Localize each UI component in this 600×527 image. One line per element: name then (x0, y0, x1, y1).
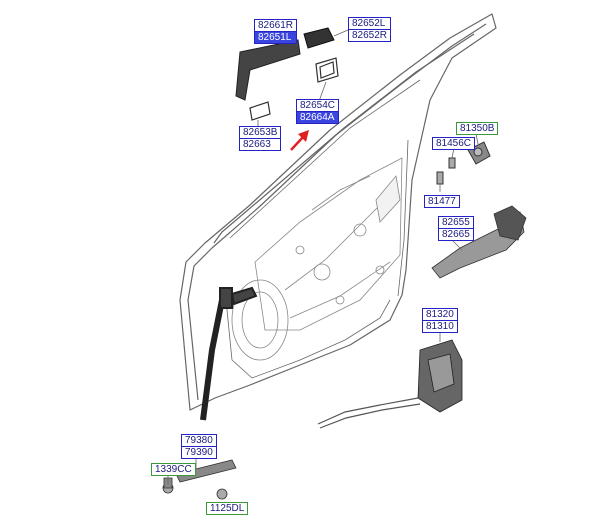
bolt-81477 (436, 171, 444, 185)
callout-82652l-82652r[interactable]: 82652L 82652R (348, 17, 392, 42)
handle-bracket-82655 (431, 205, 527, 279)
callout-1339cc[interactable]: 1339CC (151, 463, 196, 476)
callout-79380-79390[interactable]: 79380 79390 (181, 434, 217, 459)
callout-82655-82665[interactable]: 82655 82665 (438, 216, 474, 241)
part-code: 81320 (422, 308, 458, 321)
part-code: 82653B (239, 126, 282, 139)
part-code: 79390 (181, 447, 217, 459)
part-code: 81477 (424, 195, 460, 208)
handle-gasket (315, 57, 339, 83)
part-code: 82652R (348, 30, 392, 42)
part-code: 82661R (254, 19, 298, 32)
handle-cover (303, 27, 335, 49)
callout-81350b[interactable]: 81350B (456, 122, 499, 135)
callout-82653b-82663[interactable]: 82653B 82663 (239, 126, 282, 151)
callout-81456c[interactable]: 81456C (432, 137, 476, 150)
part-code: 82655 (438, 216, 474, 229)
handle-pad (249, 101, 271, 121)
part-code: 82665 (438, 229, 474, 241)
part-code: 81350B (456, 122, 499, 135)
part-code-highlighted: 82651L (254, 32, 298, 44)
door-check-strap (200, 299, 225, 421)
callout-81477[interactable]: 81477 (424, 195, 460, 208)
part-code: 81456C (432, 137, 476, 150)
part-code: 79380 (181, 434, 217, 447)
callout-82661r-82651l[interactable]: 82661R 82651L (254, 19, 298, 44)
callout-81320-81310[interactable]: 81320 81310 (422, 308, 458, 333)
part-code: 82652L (348, 17, 392, 30)
part-code: 1125DL (206, 502, 249, 515)
callout-82654c-82664a[interactable]: 82654C 82664A (296, 99, 340, 124)
part-code: 82654C (296, 99, 340, 112)
callout-1125dl[interactable]: 1125DL (206, 502, 249, 515)
strap-bracket (219, 286, 258, 309)
part-code-highlighted: 82664A (296, 112, 340, 124)
door-latch-81320 (417, 339, 463, 413)
door-panel (179, 13, 497, 411)
latch-cables (317, 397, 421, 429)
direction-arrow-icon (290, 130, 309, 151)
door-checker (162, 459, 237, 500)
part-code: 82663 (239, 139, 282, 151)
part-code: 81310 (422, 321, 458, 333)
part-code: 1339CC (151, 463, 196, 476)
small-screw (448, 157, 456, 169)
outside-handle (235, 39, 301, 101)
door-inner-structure (231, 157, 403, 361)
